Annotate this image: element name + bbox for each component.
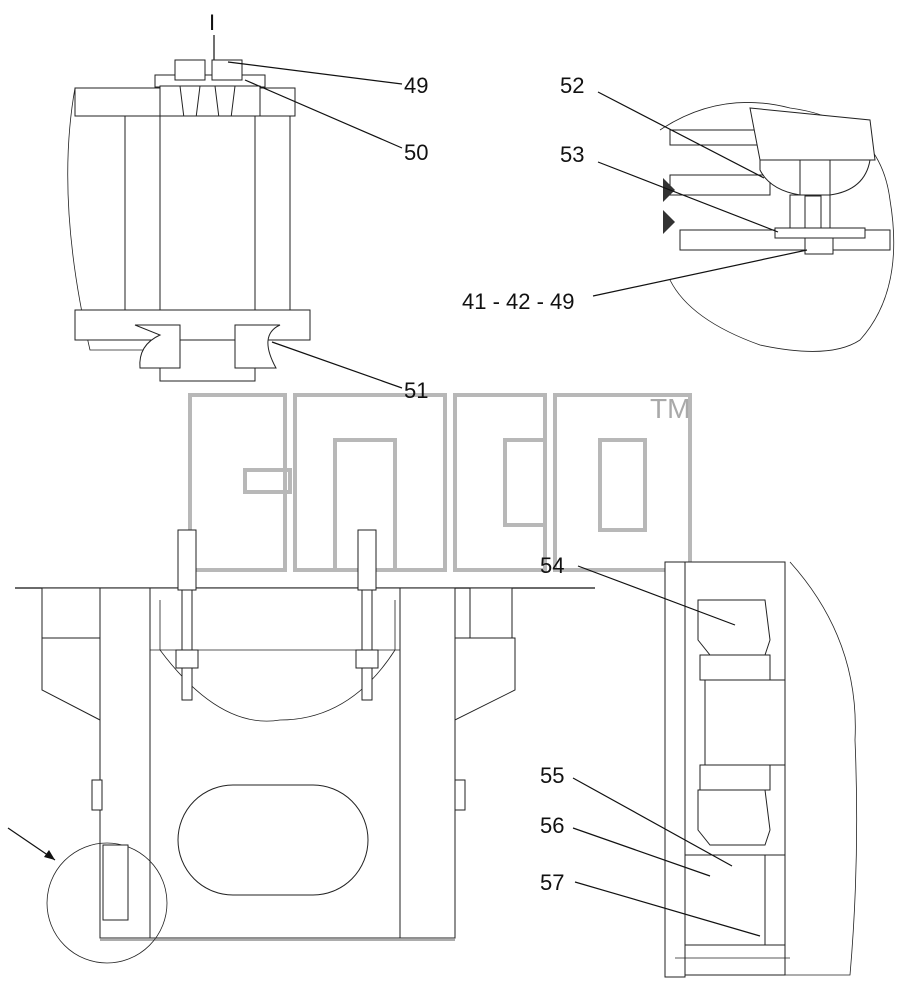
callout-50: 50 <box>404 140 428 165</box>
callout-55: 55 <box>540 763 564 788</box>
leader-lines <box>227 61 808 937</box>
callout-53: 53 <box>560 142 584 167</box>
trademark-symbol: TM <box>650 393 690 424</box>
callout-56: 56 <box>540 813 564 838</box>
view-label: I <box>209 10 215 35</box>
callout-49: 49 <box>404 73 428 98</box>
callout-41-42-49: 41 - 42 - 49 <box>462 289 575 314</box>
callout-57: 57 <box>540 870 564 895</box>
callout-labels: 49 50 51 52 53 41 - 42 - 49 54 55 56 57 <box>404 73 584 895</box>
callout-54: 54 <box>540 553 564 578</box>
watermark-logo: TM <box>188 393 692 572</box>
main-front-view <box>7 529 595 964</box>
detail-view-bottom-right <box>664 561 858 978</box>
detail-view-top-right <box>659 102 895 352</box>
callout-51: 51 <box>404 378 428 403</box>
view-i-section: I <box>67 10 311 382</box>
callout-52: 52 <box>560 73 584 98</box>
